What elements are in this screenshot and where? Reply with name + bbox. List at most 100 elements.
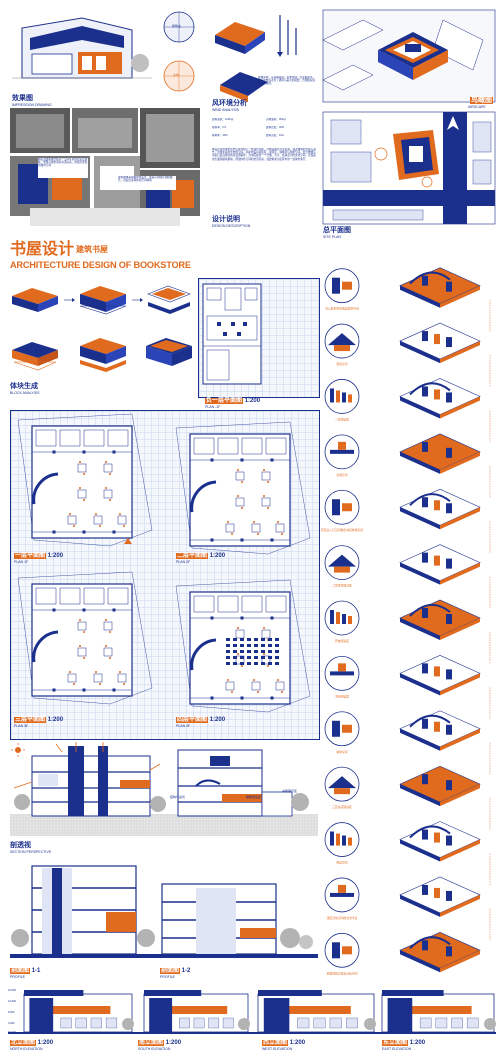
chair (99, 683, 101, 685)
chair (257, 533, 259, 535)
chair (263, 469, 265, 471)
seat (233, 644, 237, 647)
detail-row: 交通空间 (324, 433, 491, 498)
site-title: 总平面图 (323, 227, 351, 234)
axo-edge-right (440, 618, 480, 640)
chair (95, 671, 97, 673)
west-en: WEST ELEVATION (262, 1047, 293, 1051)
stair-tread (39, 479, 59, 505)
column (240, 538, 244, 542)
chair (237, 469, 239, 471)
main-title-cn: 书屋设计 (10, 241, 75, 258)
plan-layout (17, 571, 153, 705)
axo-furniture (446, 447, 452, 458)
table (261, 497, 271, 507)
plan-1f-scale: 1:200 (47, 553, 64, 559)
room (35, 587, 57, 605)
chair (257, 691, 259, 693)
column (112, 530, 116, 534)
profile-2-num: 1-2 (181, 968, 191, 974)
east-cn: 东立面图 (382, 1040, 409, 1046)
plan-2f-scale: 1:200 (209, 553, 226, 559)
room (107, 587, 129, 605)
seat (226, 662, 230, 665)
room (193, 437, 215, 455)
entry-arrow (124, 538, 132, 544)
detail-caption: 阅读空间 (336, 861, 347, 865)
wind-subtitle: WIND ANALYSIS (212, 108, 239, 112)
seat (268, 662, 272, 665)
chair (119, 513, 121, 515)
plan-3f-drawing (17, 571, 153, 705)
north-scale: 1:200 (37, 1040, 54, 1046)
axo-edge-left (400, 673, 440, 696)
roof-band (258, 990, 322, 996)
circle-label-bottom: 主体 (173, 73, 180, 77)
seat (226, 638, 230, 641)
chair (109, 631, 111, 633)
table (103, 489, 113, 499)
plan-2f-en: PLAN 2F (176, 560, 191, 564)
south-cn: 南立面图 (138, 1040, 165, 1046)
axo-furniture (434, 887, 440, 898)
axo-furniture (422, 663, 428, 674)
detail-box (342, 946, 352, 955)
axo-edge-right (440, 562, 480, 585)
seat (247, 638, 251, 641)
seat (275, 650, 279, 653)
axo-edge-left (400, 507, 440, 530)
column (82, 608, 86, 612)
window (90, 1017, 102, 1029)
impression-note-2: 建筑整体采用模块化设计，使其与周围环境相融合，营造出多样化的空间体验 (118, 176, 176, 190)
detail-caption: 三层书店阅读区 (332, 805, 352, 809)
detail-base (334, 788, 350, 795)
axo-edge-right (440, 673, 480, 696)
elevations (8, 990, 496, 1034)
west-cn: 西立面图 (262, 1040, 289, 1046)
table (225, 523, 235, 533)
chair (123, 525, 125, 527)
axo-edge-left (400, 728, 440, 751)
axo-edge-right (440, 341, 480, 364)
profile-sections (10, 865, 318, 958)
detail-base (334, 566, 350, 573)
detail-caption: 可以看到书架阅读区的空间 (325, 307, 359, 311)
impression-note-1: 将街道建筑融合在同一空间环境中营造出建筑、场所与城市间的对话关系，增强可读性的城… (38, 158, 88, 178)
seat (261, 650, 265, 653)
block-subtitle: BLOCK ANALYSIS (10, 391, 40, 395)
axo-furniture (422, 829, 428, 840)
detail-box (342, 503, 352, 512)
detail-caption: 首层主入口空间融合书店休憩空间 (321, 528, 363, 532)
room (241, 595, 263, 613)
chair (277, 521, 279, 523)
column (82, 450, 86, 454)
chair (263, 495, 265, 497)
window (329, 1017, 342, 1029)
table (275, 681, 285, 691)
plan-3f-title: 三层平面图 1:200 (14, 717, 63, 723)
table (77, 621, 87, 631)
plan-2f-title: 二层平面图 1:200 (176, 553, 225, 559)
column (240, 458, 244, 462)
profile-1-cn: 剖面图 (10, 968, 31, 974)
detail-shelf (336, 833, 340, 846)
elev-mark-4: 4.000 (8, 1022, 15, 1025)
chair (241, 507, 243, 509)
impression-title: 效果图 (12, 95, 33, 102)
axo-edge-left (400, 784, 440, 807)
room (217, 595, 239, 613)
detail-slab (330, 892, 354, 897)
chair (73, 683, 75, 685)
seat (233, 662, 237, 665)
seat (261, 638, 265, 641)
plan-layout (175, 421, 311, 555)
orange-band (45, 1006, 111, 1014)
curved-stair (32, 472, 59, 505)
room (265, 437, 287, 455)
elevation-3 (257, 990, 376, 1033)
chair (281, 691, 283, 693)
profile-1-title: 剖面图 1-1 (10, 968, 40, 974)
seat (268, 638, 272, 641)
profile-2-en: PROFILE (160, 975, 175, 979)
chair (263, 627, 265, 629)
